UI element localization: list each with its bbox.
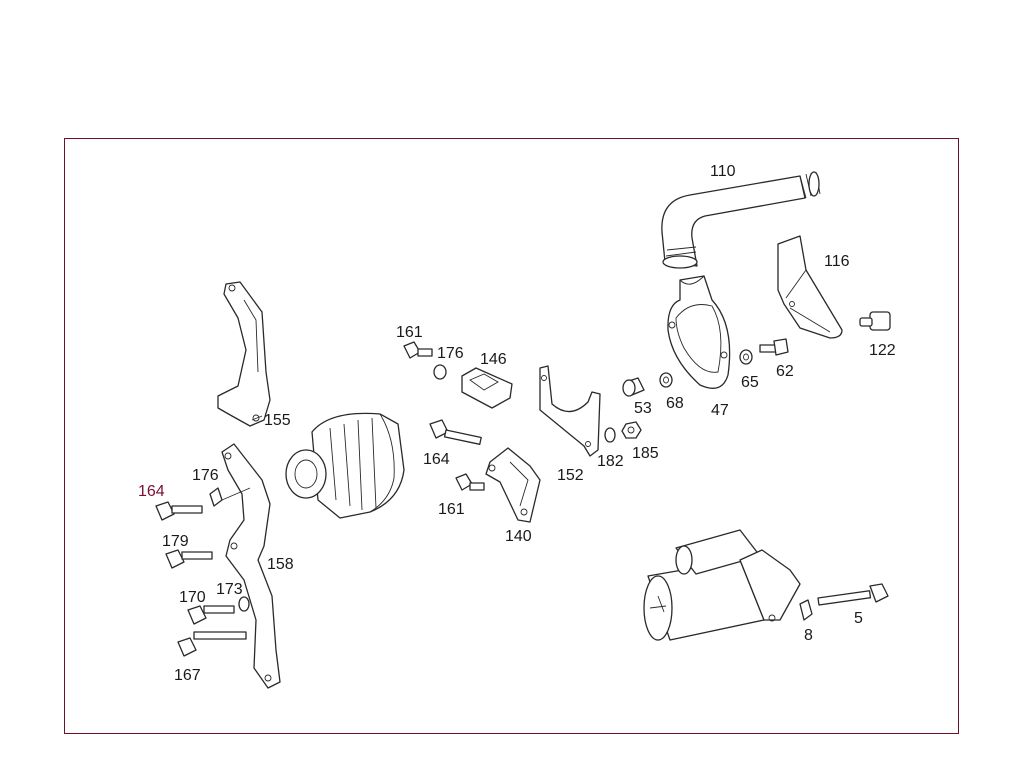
part-155-bracket	[217, 281, 271, 427]
alternator	[285, 412, 405, 519]
callout-161-lower: 161	[438, 501, 465, 518]
callout-5: 5	[854, 610, 863, 627]
callout-158: 158	[267, 556, 294, 573]
part-110-pipe	[661, 171, 821, 269]
part-116-shield	[777, 235, 843, 339]
callout-176-left: 176	[192, 467, 219, 484]
part-167-bolt	[177, 631, 247, 657]
part-122-plug	[859, 311, 891, 331]
callout-176-upper: 176	[437, 345, 464, 362]
part-8-washer	[799, 599, 813, 621]
diagram-frame	[64, 138, 959, 734]
part-179-bolt	[165, 549, 213, 569]
callout-116: 116	[824, 253, 850, 270]
part-173-washer	[238, 596, 250, 612]
callout-167: 167	[174, 667, 201, 684]
part-176-upper-washer	[433, 364, 447, 380]
part-146-clamp	[461, 367, 513, 409]
starter-motor	[643, 529, 801, 641]
callout-65: 65	[741, 374, 759, 391]
part-53-sleeve	[622, 377, 645, 397]
callout-53: 53	[634, 400, 652, 417]
part-47-cover	[667, 275, 731, 389]
part-62-bolt	[759, 338, 789, 356]
callout-122: 122	[869, 342, 896, 359]
callout-161-upper: 161	[396, 324, 423, 341]
part-161-lower-bolt	[455, 473, 485, 491]
part-164-left-bolt	[155, 501, 203, 521]
part-185-nut	[621, 421, 642, 439]
part-170-bolt	[187, 605, 235, 625]
callout-47: 47	[711, 402, 729, 419]
callout-155: 155	[264, 412, 291, 429]
leader-lines	[221, 415, 263, 501]
callout-labels: 110 116 122 62 65 47 68 53 185 182 152 1…	[138, 163, 896, 684]
callout-179: 179	[162, 533, 189, 550]
part-158-bracket	[221, 443, 281, 689]
callout-68: 68	[666, 395, 684, 412]
part-176-left-washer	[209, 487, 223, 507]
part-182-washer	[604, 427, 616, 443]
part-68-washer	[659, 372, 673, 388]
callout-170: 170	[179, 589, 206, 606]
part-65-washer	[739, 349, 753, 365]
callout-146: 146	[480, 351, 507, 368]
callout-62: 62	[776, 363, 794, 380]
part-140-bracket	[485, 447, 541, 523]
part-164-center-bolt	[429, 419, 482, 445]
callout-140: 140	[505, 528, 532, 545]
callout-164-left: 164	[138, 483, 165, 500]
part-152-bracket	[539, 365, 601, 457]
callout-110: 110	[710, 163, 736, 180]
callout-8: 8	[804, 627, 813, 644]
part-161-upper-bolt	[403, 341, 433, 359]
callout-152: 152	[557, 467, 584, 484]
callout-182: 182	[597, 453, 624, 470]
part-5-bolt	[817, 583, 889, 606]
callout-164-center: 164	[423, 451, 450, 468]
callout-173: 173	[216, 581, 243, 598]
callout-185: 185	[632, 445, 659, 462]
